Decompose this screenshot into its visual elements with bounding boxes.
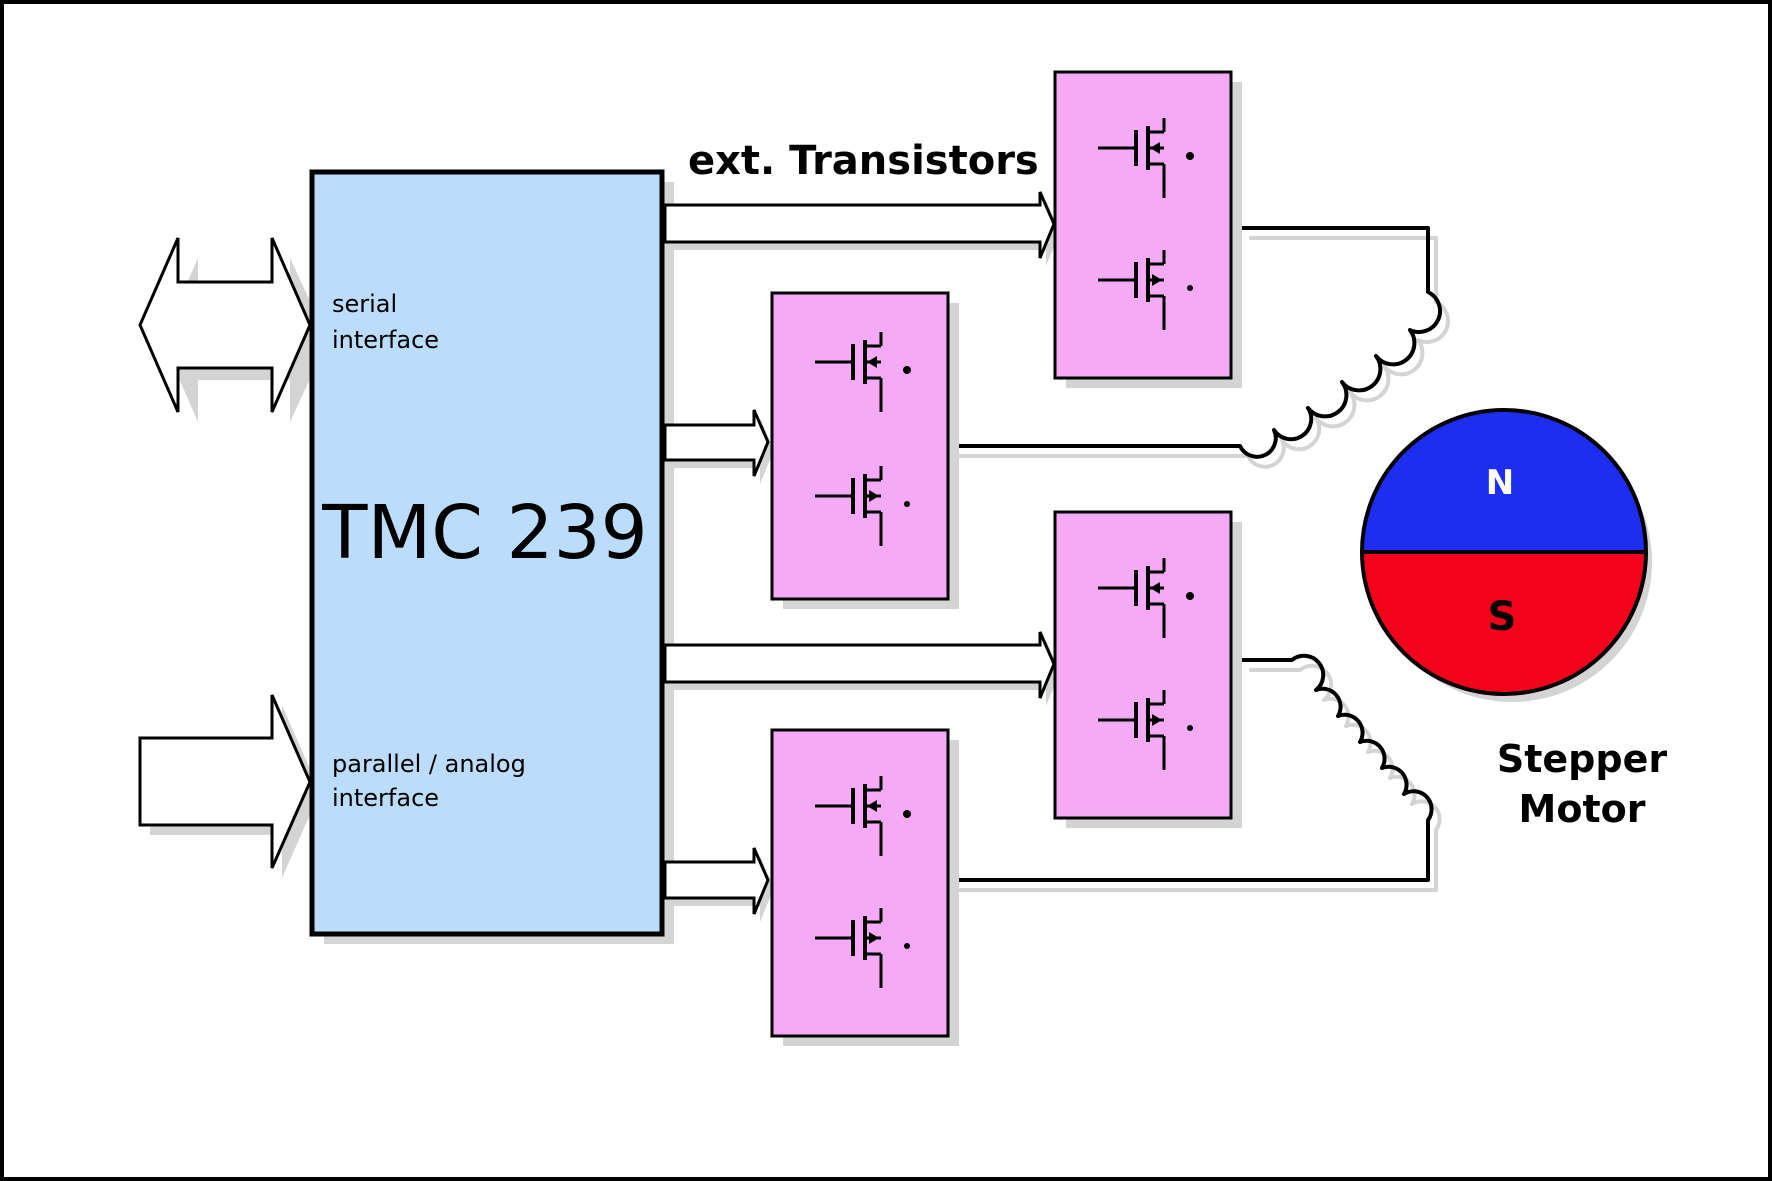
stepper-motor-rotor: N S: [1360, 408, 1652, 702]
south-pole-label: S: [1488, 594, 1517, 640]
parallel-interface-label-line1: parallel / analog: [332, 750, 526, 778]
driver-box-1: [1053, 70, 1242, 388]
output-arrow-4: [663, 847, 774, 922]
driver-box-2: [770, 291, 959, 609]
rotor-north-pole: [1362, 410, 1646, 552]
output-arrow-2: [663, 409, 774, 484]
parallel-interface-arrow: [138, 694, 320, 878]
serial-interface-label-line2: interface: [332, 326, 439, 354]
output-arrow-3: [663, 631, 1060, 706]
motor-caption-line2: Motor: [1519, 787, 1646, 831]
transistors-label: ext. Transistors: [688, 138, 1039, 184]
controller-name: TMC 239: [321, 490, 647, 576]
motor-caption-line1: Stepper: [1497, 737, 1667, 781]
output-arrow-1: [663, 191, 1060, 266]
coil-wiring: [948, 226, 1450, 892]
rotor-south-pole: [1362, 552, 1646, 694]
driver-box-4: [770, 728, 959, 1046]
driver-box-3: [1053, 510, 1242, 828]
serial-interface-label-line1: serial: [332, 290, 397, 318]
parallel-interface-label-line2: interface: [332, 784, 439, 812]
tmc239-controller-block: TMC 239 serial interface parallel / anal…: [309, 169, 674, 944]
north-pole-label: N: [1486, 463, 1514, 503]
